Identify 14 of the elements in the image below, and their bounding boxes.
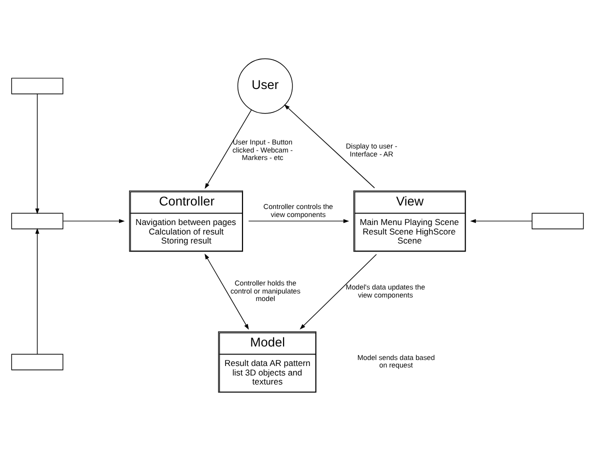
node-circle: User [237,58,293,114]
arrow [204,108,252,188]
arrow [62,218,125,223]
arrow [248,218,350,223]
arrow [300,253,377,329]
arrow [284,104,375,188]
arrow [35,93,40,214]
node-box [11,212,64,229]
node-box [11,353,64,370]
arrow [35,228,40,354]
arrow [470,218,532,223]
arrow [204,253,249,330]
node-box [532,212,584,229]
node-box [11,77,64,94]
